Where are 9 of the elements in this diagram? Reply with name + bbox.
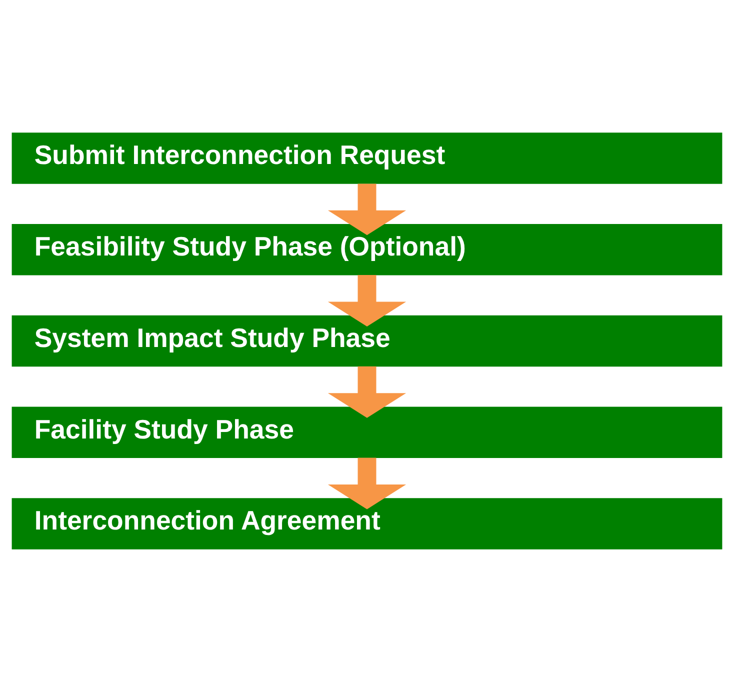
node-box: Interconnection Agreement — [12, 498, 722, 549]
node-box: Facility Study Phase — [12, 406, 722, 458]
arrow — [328, 457, 406, 509]
arrow — [328, 183, 406, 235]
arrow — [328, 366, 406, 418]
node-box: Feasibility Study Phase (Optional) — [12, 223, 722, 275]
node-box: Submit Interconnection Request — [12, 132, 722, 184]
node-box: System Impact Study Phase — [12, 314, 722, 366]
arrow — [328, 274, 406, 326]
